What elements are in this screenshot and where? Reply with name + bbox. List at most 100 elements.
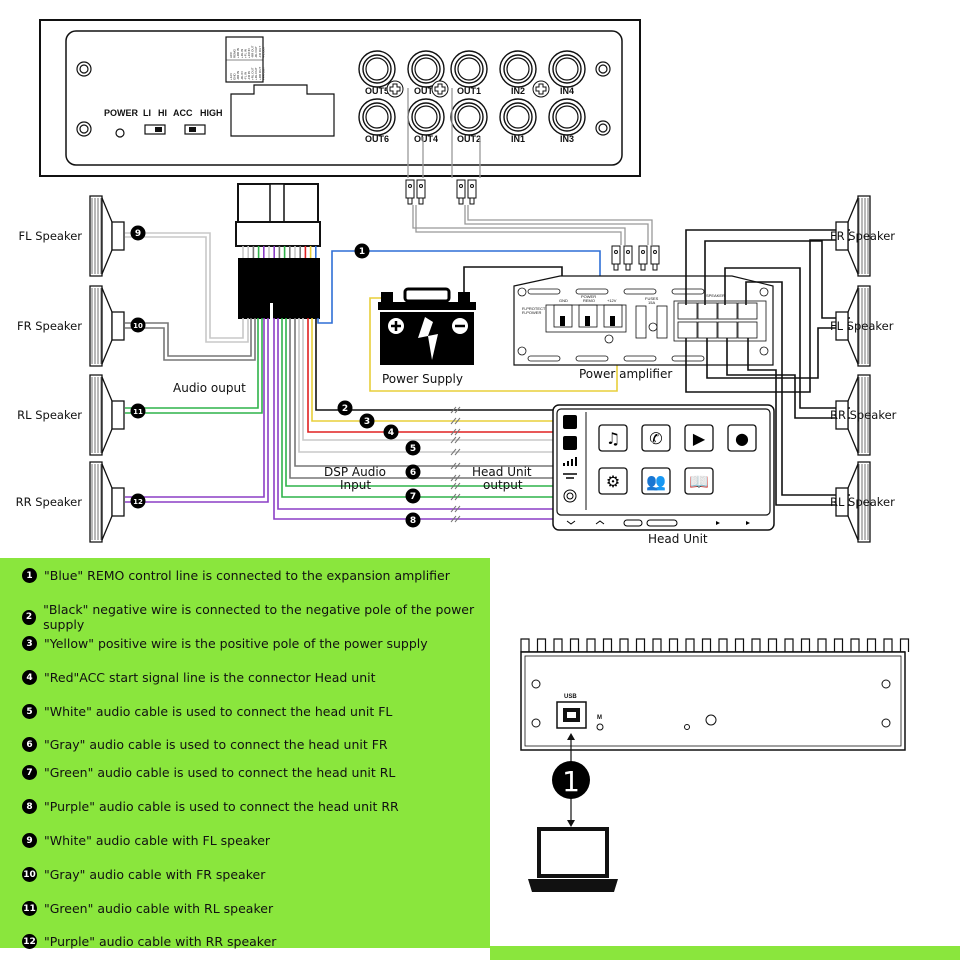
- dsp-audio-input-label-1: DSP Audio: [324, 465, 386, 479]
- rca-jack-out1[interactable]: [450, 50, 488, 88]
- speaker: [89, 461, 125, 543]
- legend-badge: 8: [22, 799, 37, 814]
- rca-jack-out2[interactable]: [450, 98, 488, 136]
- wire-badge-number: 6: [410, 468, 416, 478]
- settings-icon[interactable]: ⚙: [598, 467, 628, 495]
- high-label: HIGH: [200, 108, 223, 118]
- pin-label: +RL OUT: [251, 67, 255, 80]
- pin-label: +RR IN: [236, 48, 240, 58]
- volume-knob-icon[interactable]: [563, 489, 577, 503]
- wire-break-mark: [450, 474, 461, 482]
- speaker: [89, 374, 125, 456]
- speaker-label: FL Speaker: [830, 319, 894, 333]
- hi-label: HI: [158, 108, 167, 118]
- rca-jack-in3[interactable]: [548, 98, 586, 136]
- speaker-label: FR Speaker: [17, 319, 82, 333]
- jack-label: IN1: [511, 134, 525, 144]
- legend-badge: 4: [22, 670, 37, 685]
- wire-badge-number: 4: [388, 428, 394, 438]
- wire-badge: [130, 403, 146, 419]
- legend-text: "Green" audio cable is used to connect t…: [44, 765, 396, 780]
- jack-label: OUT2: [457, 134, 481, 144]
- rca-cables: [407, 88, 653, 245]
- usb-label: USB: [564, 694, 577, 700]
- jack-label: OUT3: [414, 86, 438, 96]
- acc-label: ACC: [173, 108, 193, 118]
- head-unit: ♫ ✆ ▶ ● ⚙ 👥 📖: [552, 404, 775, 531]
- legend-item: 12"Purple" audio cable with RR speaker: [22, 934, 276, 949]
- wire-badge-number: 10: [133, 322, 143, 330]
- screw-icon: [532, 80, 550, 98]
- rca-jack-out3[interactable]: [407, 50, 445, 88]
- legend-text: "Gray" audio cable with FR speaker: [44, 867, 266, 882]
- head-unit-output-label-1: Head Unit: [472, 465, 532, 479]
- book-icon[interactable]: 📖: [684, 467, 714, 495]
- jack-label: IN4: [560, 86, 574, 96]
- pin-label: -FL IN: [243, 72, 247, 80]
- wire-badge: [130, 493, 146, 509]
- wire-badge: [337, 400, 353, 416]
- legend-item: 3 "Yellow" positive wire is the positive …: [22, 636, 428, 651]
- legend-badge: 10: [22, 867, 37, 882]
- legend-badge: 1: [22, 568, 37, 583]
- svg-text:✆: ✆: [649, 429, 662, 448]
- chat-icon[interactable]: ●: [727, 424, 757, 452]
- rca-jack-in2[interactable]: [499, 50, 537, 88]
- wire-break-mark: [450, 406, 461, 414]
- hu-button[interactable]: [563, 415, 577, 429]
- pin-label: +FR IN: [247, 48, 251, 58]
- pin-label: -FR IN: [247, 71, 251, 80]
- rca-jack-out4[interactable]: [407, 98, 445, 136]
- wire-badge: [405, 488, 421, 504]
- play-icon[interactable]: ▶: [684, 424, 714, 452]
- wire-badge-number: 11: [133, 408, 143, 416]
- speaker-label: RR Speaker: [16, 495, 83, 509]
- wire-break-mark: [450, 428, 461, 436]
- wire-break-mark: [450, 417, 461, 425]
- svg-text:👥: 👥: [646, 472, 666, 491]
- legend-item: 8"Purple" audio cable is used to connect…: [22, 799, 399, 814]
- harness-socket: [230, 84, 335, 137]
- wire-badge-number: 1: [359, 247, 365, 257]
- legend-badge: 11: [22, 901, 37, 916]
- legend-text: "Yellow" positive wire is the positive p…: [44, 636, 428, 651]
- power-label: POWER: [104, 108, 139, 118]
- legend-text: "Gray" audio cable is used to connect th…: [44, 737, 388, 752]
- music-icon[interactable]: ♫: [598, 424, 628, 452]
- speaker: [835, 285, 871, 367]
- wire-break-mark: [450, 515, 461, 523]
- jack-label: OUT5: [365, 86, 389, 96]
- amp-12v-label: +12V: [607, 298, 617, 303]
- wire-break-mark: [450, 462, 461, 470]
- power-amplifier-label: Power amplifier: [579, 367, 672, 381]
- speaker-label: RR Speaker: [830, 408, 897, 422]
- power-supply-label: Power Supply: [382, 372, 463, 386]
- svg-text:▶: ▶: [693, 429, 706, 448]
- pin-label: +RR OUT: [258, 67, 262, 80]
- pin-label: REMO: [233, 48, 237, 58]
- wire-badge-number: 9: [135, 229, 141, 239]
- legend-text: "Black" negative wire is connected to th…: [43, 602, 475, 632]
- legend-badge: 7: [22, 765, 37, 780]
- hu-button[interactable]: [563, 436, 577, 450]
- rca-plug: [416, 179, 426, 205]
- legend-text: "White" audio cable with FL speaker: [44, 833, 271, 848]
- pin-label: +FL IN: [243, 49, 247, 58]
- legend-badge: 3: [22, 636, 37, 651]
- phone-icon[interactable]: ✆: [641, 424, 671, 452]
- legend-item: 11"Green" audio cable with RL speaker: [22, 901, 273, 916]
- signal-icon: [563, 457, 577, 466]
- contacts-icon[interactable]: 👥: [641, 467, 671, 495]
- legend-item: 9"White" audio cable with FL speaker: [22, 833, 270, 848]
- pin-label: +12V: [229, 73, 233, 80]
- wire-break-mark: [450, 482, 461, 490]
- speaker-label: RL Speaker: [17, 408, 82, 422]
- wire-badge-number: 7: [410, 492, 416, 502]
- rca-jack-in4[interactable]: [548, 50, 586, 88]
- rca-jack-out5[interactable]: [358, 50, 396, 88]
- usb-badge: [552, 761, 590, 799]
- rca-jack-in1[interactable]: [499, 98, 537, 136]
- rca-jack-out6[interactable]: [358, 98, 396, 136]
- amp-power-led-label: R-POWER: [522, 310, 541, 315]
